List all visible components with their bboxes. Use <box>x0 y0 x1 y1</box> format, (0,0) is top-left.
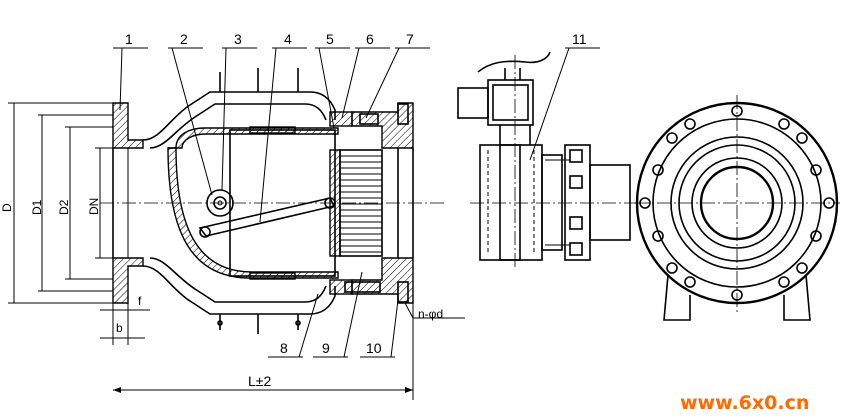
bore-circle <box>699 165 775 241</box>
dim-D-label: D <box>0 203 14 212</box>
callout-3: 3 <box>234 31 242 47</box>
callout-7: 7 <box>406 31 414 47</box>
inner-chamber-wall <box>167 147 339 279</box>
callout-10: 10 <box>366 340 382 356</box>
callout-11: 11 <box>572 31 587 47</box>
callout-8: 8 <box>280 340 288 356</box>
dim-length-label: L±2 <box>248 373 271 389</box>
left-flange-top <box>112 102 144 149</box>
right-flange-top <box>351 102 414 149</box>
right-flange-bottom <box>351 257 414 304</box>
support-feet <box>663 274 811 321</box>
dimensions: D D1 D2 DN f b L±2 n-φd <box>0 102 465 400</box>
callout-9: 9 <box>322 340 330 356</box>
swing-arm <box>198 197 336 237</box>
dim-f-label: f <box>138 294 142 308</box>
valve-body-side <box>479 144 543 261</box>
side-view <box>457 51 640 270</box>
callout-5: 5 <box>326 31 334 47</box>
actuator <box>457 51 551 145</box>
watermark-text: www.6x0.cn <box>680 392 809 414</box>
dim-D1-label: D1 <box>30 199 44 215</box>
callout-6: 6 <box>366 31 374 47</box>
dim-bolt-holes-label: n-φd <box>418 307 443 321</box>
end-view <box>635 95 840 321</box>
pivot-pin <box>206 189 234 217</box>
flange-bolt-holes <box>639 105 835 301</box>
dim-DN-label: DN <box>87 198 101 215</box>
handwheel <box>477 51 551 73</box>
disc-grid-lines <box>340 155 382 253</box>
outer-flange-circle <box>635 101 839 305</box>
callout-4: 4 <box>284 31 292 47</box>
part-callouts: 1 2 3 4 5 6 7 8 9 10 11 <box>113 31 600 358</box>
callout-2: 2 <box>180 31 188 47</box>
callout-1: 1 <box>125 31 133 47</box>
valve-body-outer <box>142 91 336 315</box>
dim-D2-label: D2 <box>57 199 71 215</box>
flange-bolt-bottom <box>344 281 381 293</box>
flange-bolt-top <box>359 113 379 125</box>
dim-b-label: b <box>116 321 123 335</box>
sectional-view <box>100 68 445 334</box>
